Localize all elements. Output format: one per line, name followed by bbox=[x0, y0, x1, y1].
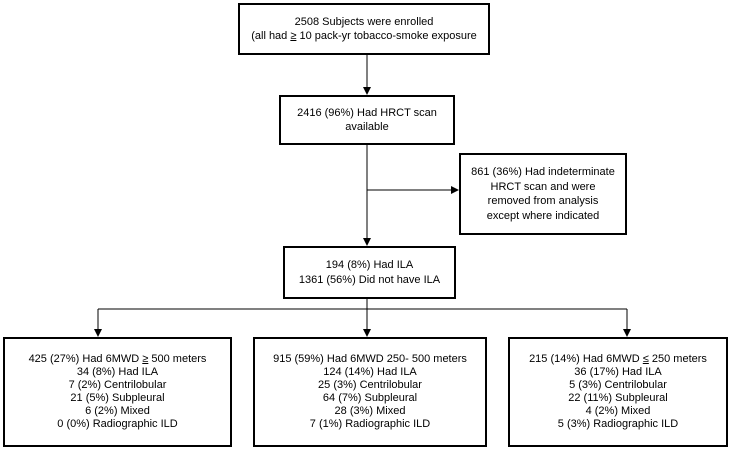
group-row-mixed: 28 (3%) Mixed bbox=[334, 405, 406, 417]
enrolled-criteria-prefix: (all had bbox=[251, 30, 291, 42]
group-header: 915 (59%) Had 6MWD 250- 500 meters bbox=[273, 353, 467, 366]
enrolled-count: 2508 Subjects were enrolled bbox=[294, 15, 434, 28]
group-row-radiographic-ild: 5 (3%) Radiographic ILD bbox=[557, 418, 679, 430]
group-row-centrilobular: 7 (2%) Centrilobular bbox=[68, 379, 167, 391]
group-header-symbol: ≥ bbox=[142, 353, 149, 365]
group-row-ila: 36 (17%) Had ILA bbox=[574, 366, 662, 378]
group-row-centrilobular: 5 (3%) Centrilobular bbox=[569, 379, 667, 391]
group-row-mixed: 4 (2%) Mixed bbox=[585, 405, 651, 417]
enrolled-criteria-symbol: ≥ bbox=[290, 30, 297, 42]
group-header: 215 (14%) Had 6MWD ≤ 250 meters bbox=[529, 353, 707, 366]
enrolled-criteria: (all had ≥ 10 pack-yr tobacco-smoke expo… bbox=[251, 29, 477, 44]
group-row-centrilobular: 25 (3%) Centrilobular bbox=[318, 379, 422, 391]
hrct-count: 2416 (96%) Had HRCT scan bbox=[297, 106, 437, 119]
group-header-prefix: 215 (14%) Had 6MWD bbox=[529, 353, 643, 365]
excluded-line-1: 861 (36%) Had indeterminate bbox=[471, 166, 615, 178]
no-ila-count: 1361 (56%) Did not have ILA bbox=[298, 273, 441, 286]
ila-box: 194 (8%) Had ILA 1361 (56%) Did not have… bbox=[283, 246, 456, 299]
group-6mwd-mid-box: 915 (59%) Had 6MWD 250- 500 meters 124 (… bbox=[253, 337, 487, 447]
excluded-line-3: removed from analysis bbox=[487, 195, 599, 207]
group-row-subpleural: 21 (5%) Subpleural bbox=[70, 392, 165, 404]
group-6mwd-high-box: 425 (27%) Had 6MWD ≥ 500 meters 34 (8%) … bbox=[3, 337, 232, 447]
excluded-line-4: except where indicated bbox=[486, 209, 600, 222]
group-header-prefix: 425 (27%) Had 6MWD bbox=[28, 353, 143, 365]
group-header: 425 (27%) Had 6MWD ≥ 500 meters bbox=[29, 353, 207, 366]
group-row-radiographic-ild: 0 (0%) Radiographic ILD bbox=[57, 418, 178, 430]
group-header-prefix: 915 (59%) Had 6MWD 250- 500 meters bbox=[273, 353, 467, 365]
enrolled-box: 2508 Subjects were enrolled (all had ≥ 1… bbox=[238, 3, 490, 55]
group-row-subpleural: 22 (11%) Subpleural bbox=[568, 392, 668, 404]
group-row-ila: 34 (8%) Had ILA bbox=[76, 366, 159, 378]
group-row-ila: 124 (14%) Had ILA bbox=[323, 366, 417, 378]
hrct-available: available bbox=[345, 121, 389, 133]
group-header-symbol: ≤ bbox=[642, 353, 649, 365]
group-6mwd-low-box: 215 (14%) Had 6MWD ≤ 250 meters 36 (17%)… bbox=[508, 337, 728, 447]
group-header-suffix: 250 meters bbox=[648, 353, 707, 365]
group-row-subpleural: 64 (7%) Subpleural bbox=[322, 392, 418, 404]
excluded-line-2: HRCT scan and were bbox=[490, 180, 596, 193]
group-row-mixed: 6 (2%) Mixed bbox=[85, 405, 150, 417]
group-header-suffix: 500 meters bbox=[148, 353, 207, 365]
hrct-box: 2416 (96%) Had HRCT scan available bbox=[279, 95, 455, 145]
ila-count: 194 (8%) Had ILA bbox=[325, 259, 414, 271]
excluded-box: 861 (36%) Had indeterminate HRCT scan an… bbox=[459, 153, 627, 235]
group-row-radiographic-ild: 7 (1%) Radiographic ILD bbox=[309, 418, 431, 430]
enrolled-criteria-suffix: 10 pack-yr tobacco-smoke exposure bbox=[296, 30, 477, 42]
